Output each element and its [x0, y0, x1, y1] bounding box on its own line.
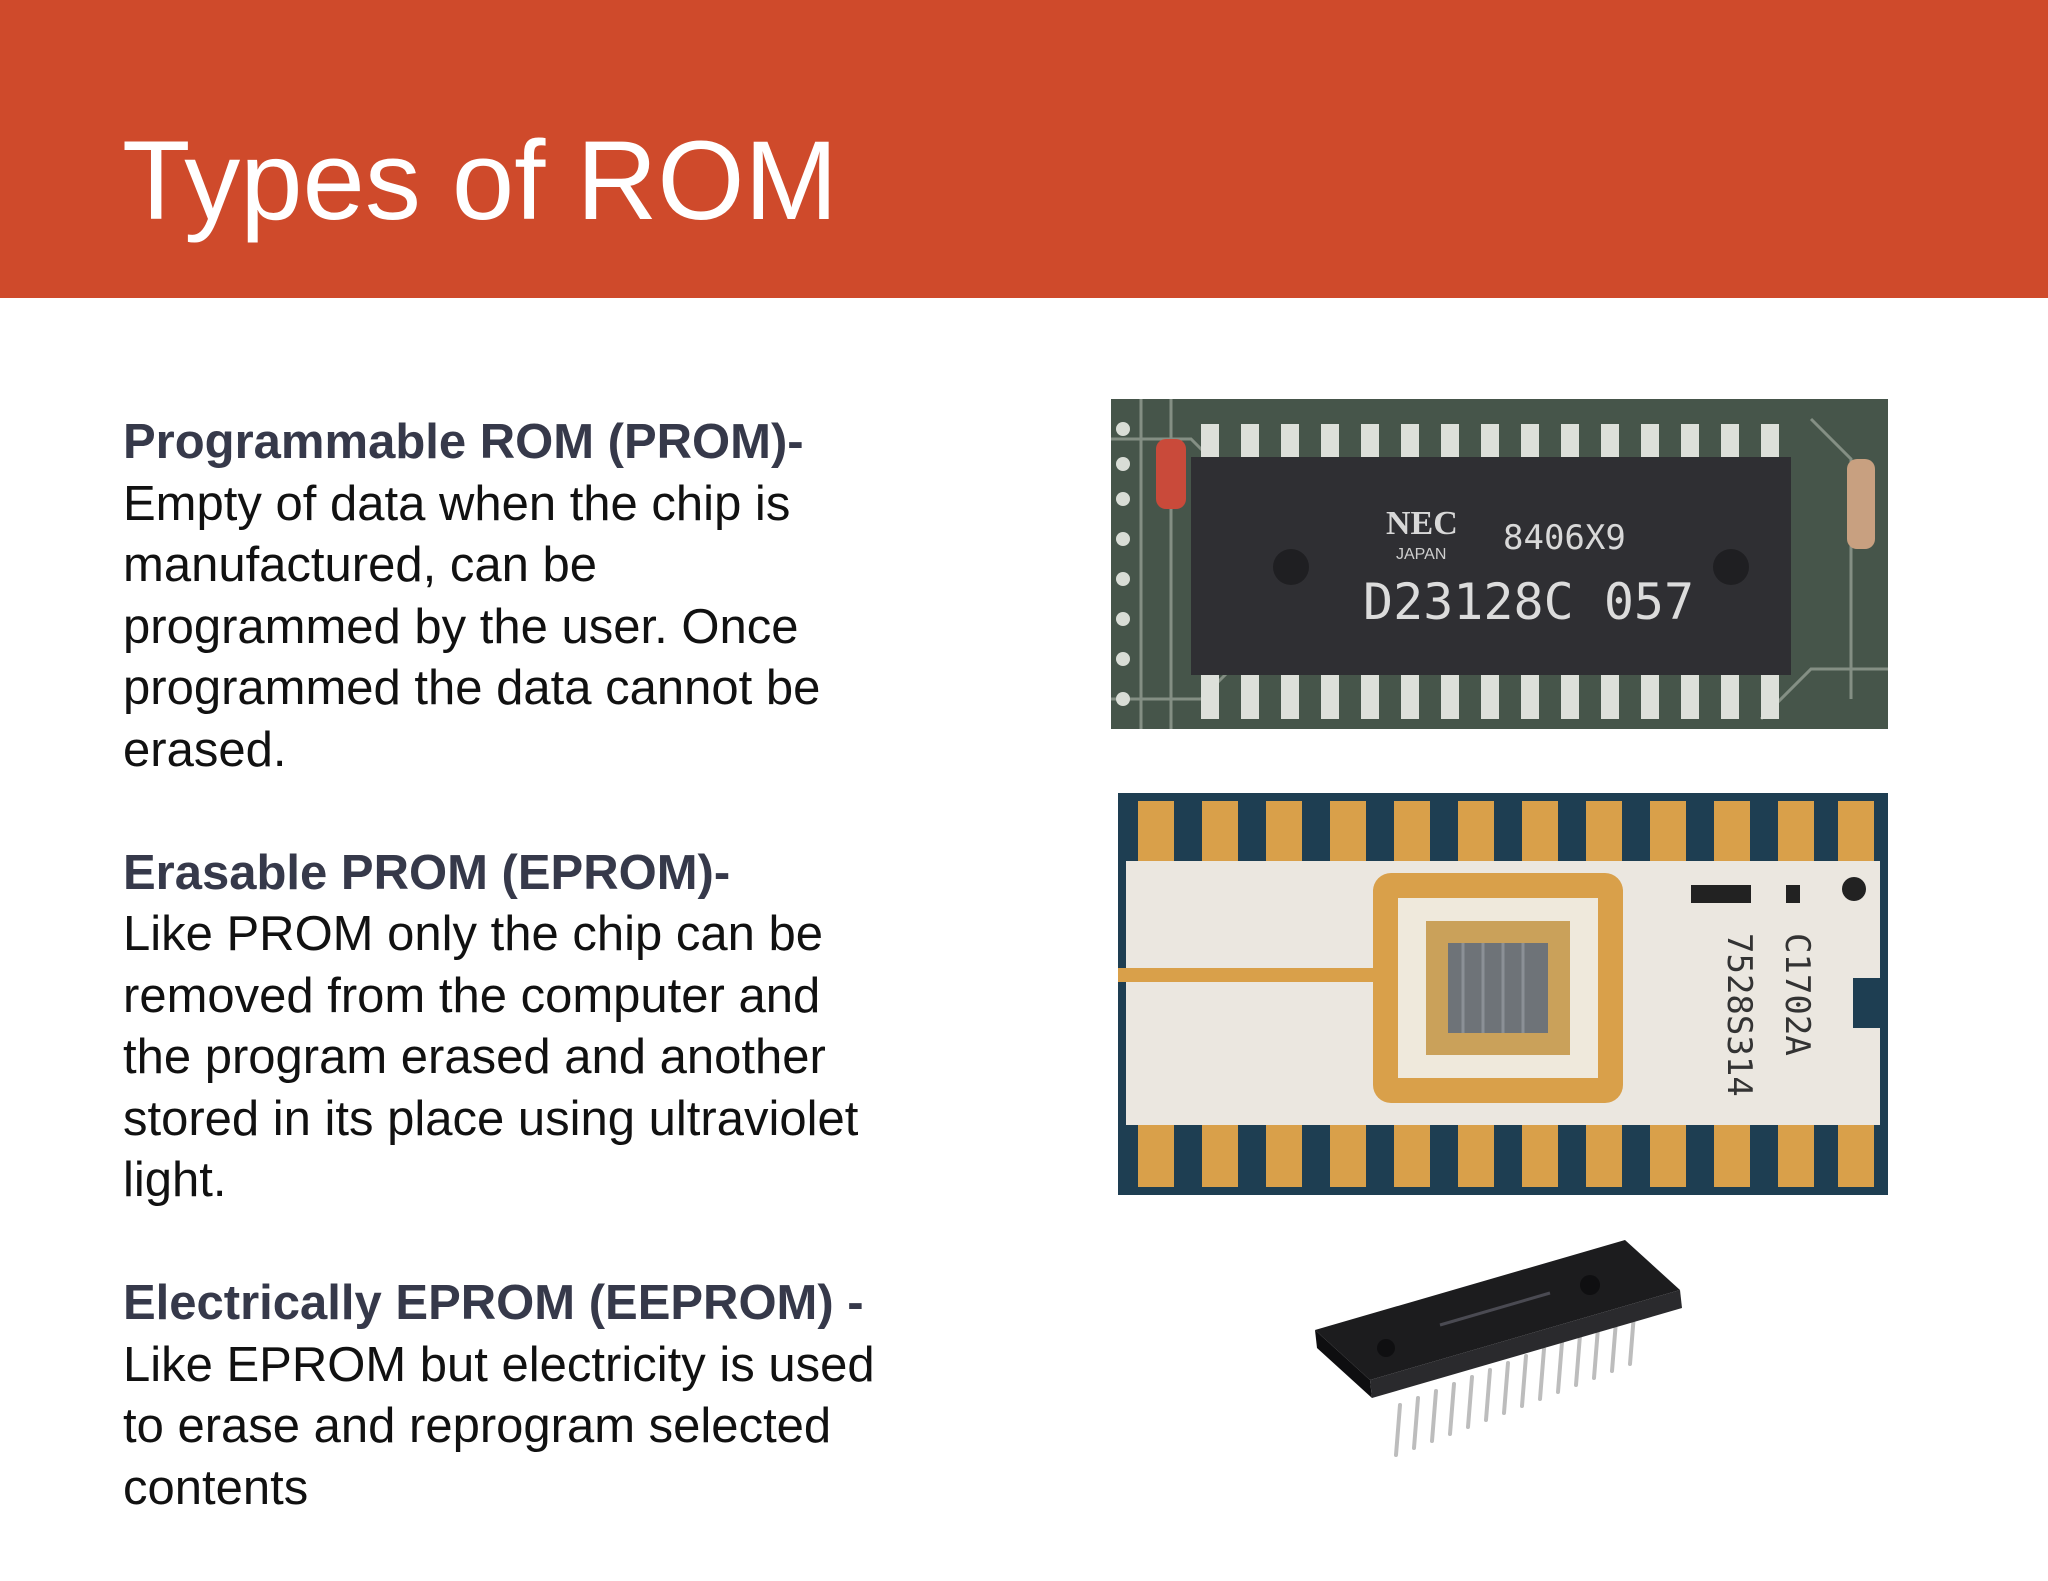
- eeprom-chip-image: [1300, 1230, 1690, 1480]
- prom-part-label: D23128C 057: [1363, 573, 1694, 631]
- prom-origin-label: JAPAN: [1396, 546, 1446, 563]
- section-body: Empty of data when the chip is manufactu…: [123, 476, 821, 777]
- section-body: Like PROM only the chip can be removed f…: [123, 907, 859, 1207]
- section-eeprom: Electrically EPROM (EEPROM) - Like EPROM…: [123, 1273, 883, 1519]
- section-heading: Electrically EPROM (EEPROM) -: [123, 1276, 864, 1330]
- section-body: Like EPROM but electricity is used to er…: [123, 1337, 875, 1515]
- prom-brand-label: NEC: [1386, 505, 1458, 542]
- title-bar: Types of ROM: [0, 0, 2048, 298]
- eprom-chip-image: C1702A 7528S314: [1118, 793, 1888, 1195]
- section-prom: Programmable ROM (PROM)- Empty of data w…: [123, 412, 883, 781]
- section-eprom: Erasable PROM (EPROM)- Like PROM only th…: [123, 843, 883, 1212]
- slide-title: Types of ROM: [122, 118, 838, 243]
- eprom-code-label: 7528S314: [1719, 933, 1759, 1097]
- section-heading: Programmable ROM (PROM)-: [123, 415, 804, 469]
- prom-code-label: 8406X9: [1503, 518, 1626, 558]
- section-heading: Erasable PROM (EPROM)-: [123, 845, 731, 900]
- eprom-part-label: C1702A: [1777, 933, 1817, 1056]
- prom-chip-image: NEC JAPAN 8406X9 D23128C 057: [1111, 399, 1888, 729]
- content-column: Programmable ROM (PROM)- Empty of data w…: [123, 412, 883, 1581]
